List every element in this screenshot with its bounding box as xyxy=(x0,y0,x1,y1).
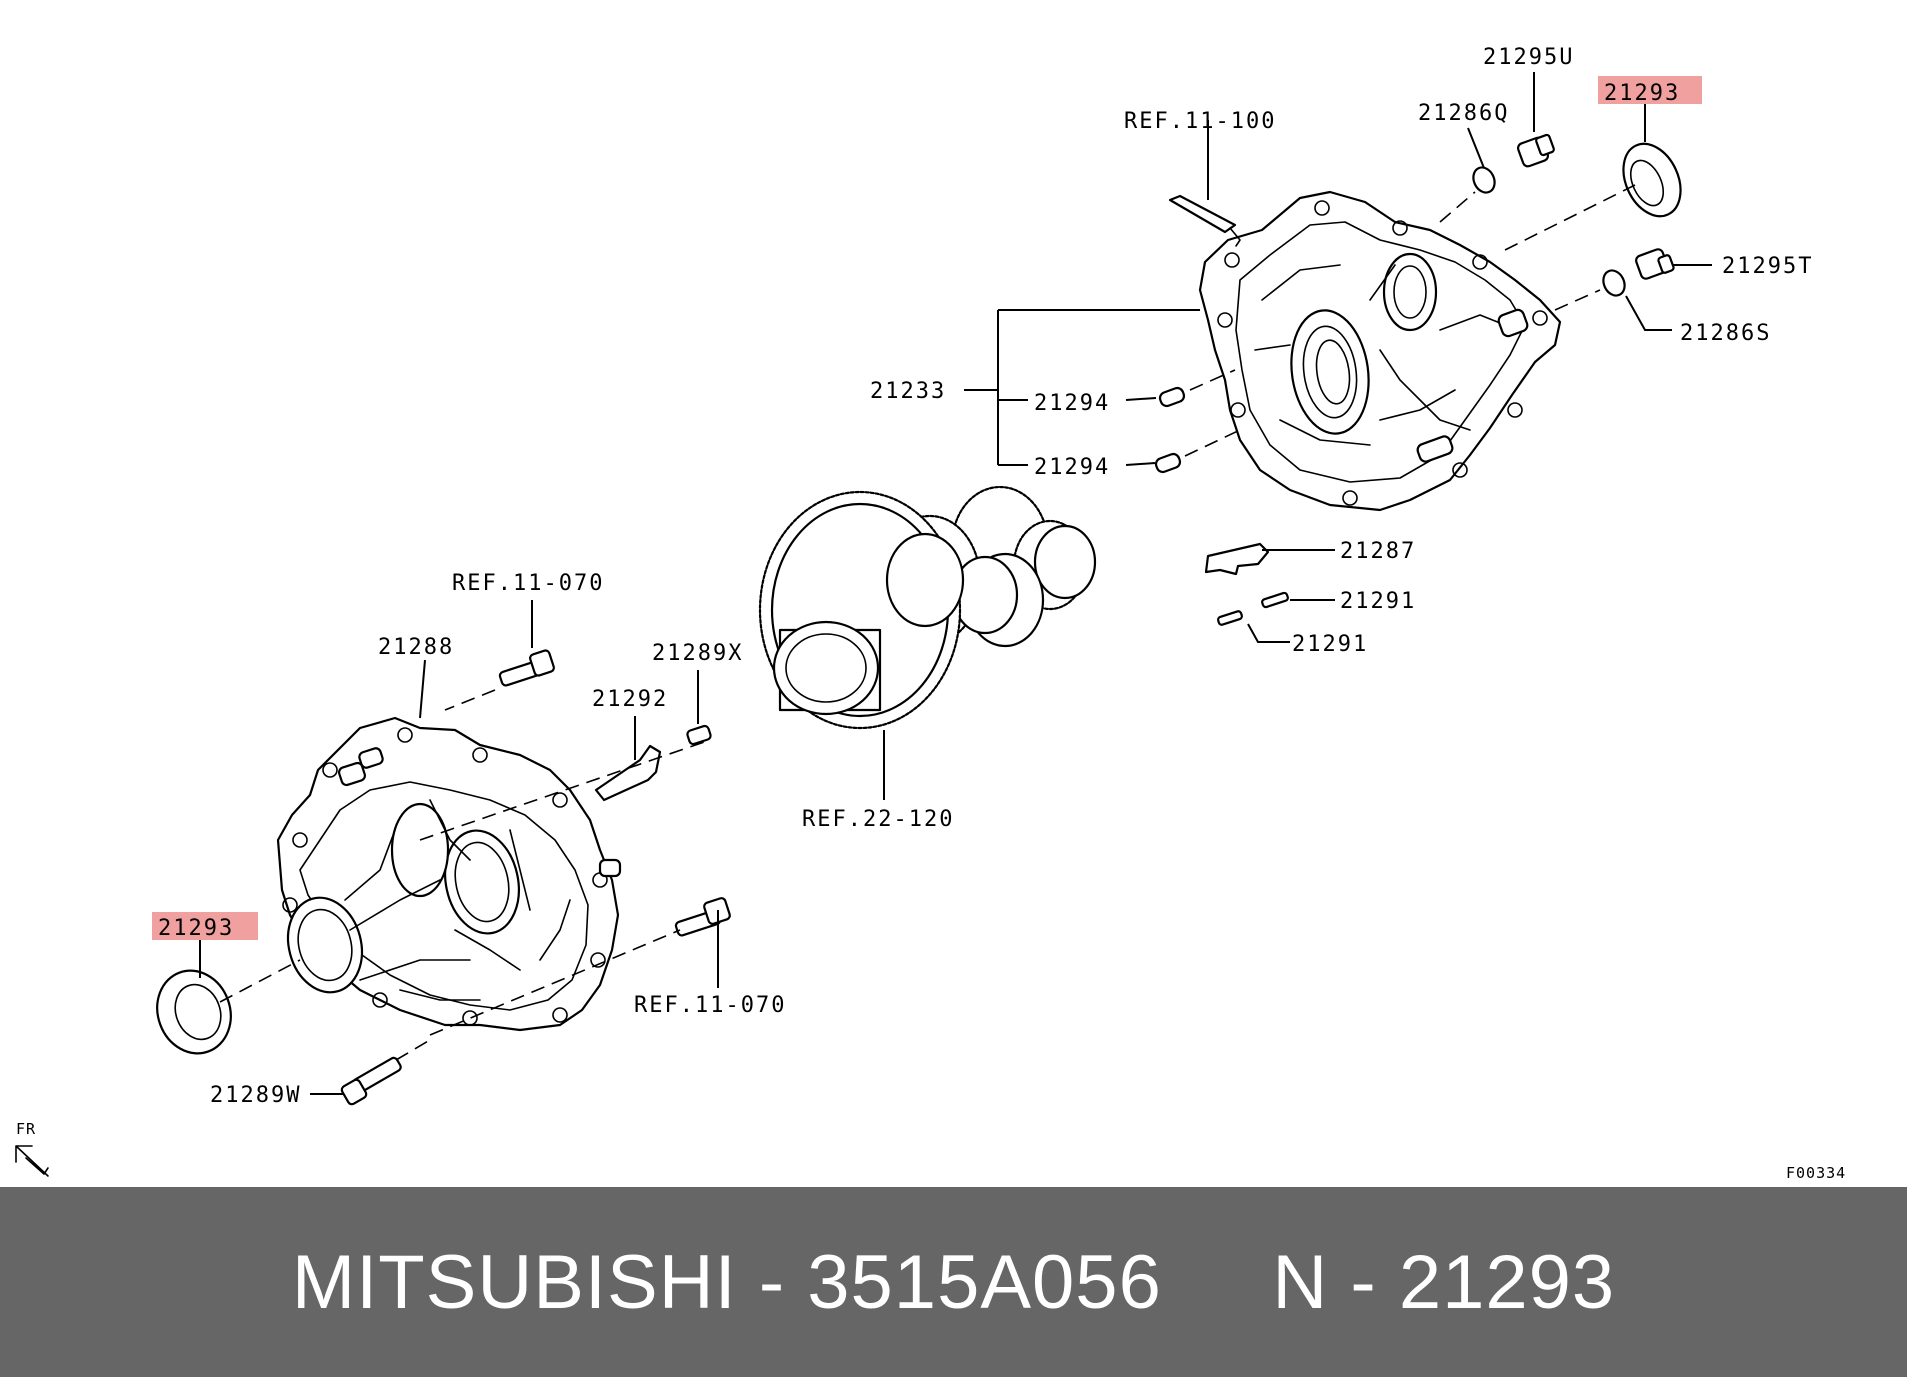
label-21295u: 21295U xyxy=(1483,45,1574,70)
washer-21286s xyxy=(1602,269,1626,297)
bolt-ref-11-070-a xyxy=(498,649,555,687)
footer-part-number: MITSUBISHI - 3515A056 N - 21293 xyxy=(291,1239,1616,1325)
strainer-21287 xyxy=(1204,542,1270,576)
label-21287: 21287 xyxy=(1340,539,1416,564)
bolt-21289w xyxy=(340,1056,402,1106)
label-21293-top: 21293 xyxy=(1604,81,1680,106)
pin-21294-a xyxy=(1158,386,1186,408)
figure-code: F00334 xyxy=(1786,1164,1846,1182)
label-21294-b: 21294 xyxy=(1034,455,1110,480)
pin-21291-a xyxy=(1261,591,1289,609)
label-ref-22-120: REF.22-120 xyxy=(802,807,954,832)
highlight-21293-left xyxy=(152,912,258,940)
label-ref-11-070-a: REF.11-070 xyxy=(452,571,604,596)
ref-11-100-part xyxy=(1168,194,1237,234)
label-21291-a: 21291 xyxy=(1340,589,1416,614)
left-transfer-case-cover xyxy=(276,716,622,1032)
bolt-ref-11-070-b xyxy=(674,897,731,937)
parts-diagram: REF.11-100 21295U 21286Q 21293 21295T 21… xyxy=(15,45,1846,1182)
highlight-21293-top xyxy=(1598,76,1702,104)
plug-21295t xyxy=(1635,248,1675,280)
front-direction-arrow: FR xyxy=(15,1120,49,1177)
label-21291-b: 21291 xyxy=(1292,632,1368,657)
pin-21294-b xyxy=(1154,452,1182,474)
label-21289w: 21289W xyxy=(210,1083,301,1108)
footer-banner: MITSUBISHI - 3515A056 N - 21293 xyxy=(0,1187,1907,1377)
gear-assembly xyxy=(758,485,1097,730)
label-fr: FR xyxy=(16,1120,36,1138)
washer-21286q xyxy=(1472,166,1496,194)
label-21293-left: 21293 xyxy=(158,916,234,941)
label-21295t: 21295T xyxy=(1722,254,1813,279)
label-21233: 21233 xyxy=(870,379,946,404)
label-21286q: 21286Q xyxy=(1418,101,1509,126)
bolt-21289x xyxy=(686,724,712,746)
label-21288: 21288 xyxy=(378,635,454,660)
bracket-21292 xyxy=(594,744,662,802)
plug-21295u xyxy=(1516,133,1555,168)
label-21289x: 21289X xyxy=(652,641,743,666)
label-21294-a: 21294 xyxy=(1034,391,1110,416)
oil-seal-21293-left xyxy=(156,969,232,1055)
pin-21291-b xyxy=(1217,610,1243,626)
label-ref-11-100: REF.11-100 xyxy=(1124,109,1276,134)
label-21286s: 21286S xyxy=(1680,321,1771,346)
label-ref-11-070-b: REF.11-070 xyxy=(634,993,786,1018)
label-21292: 21292 xyxy=(592,687,668,712)
right-transfer-housing xyxy=(1198,190,1562,512)
oil-seal-21293-top xyxy=(1622,142,1682,218)
